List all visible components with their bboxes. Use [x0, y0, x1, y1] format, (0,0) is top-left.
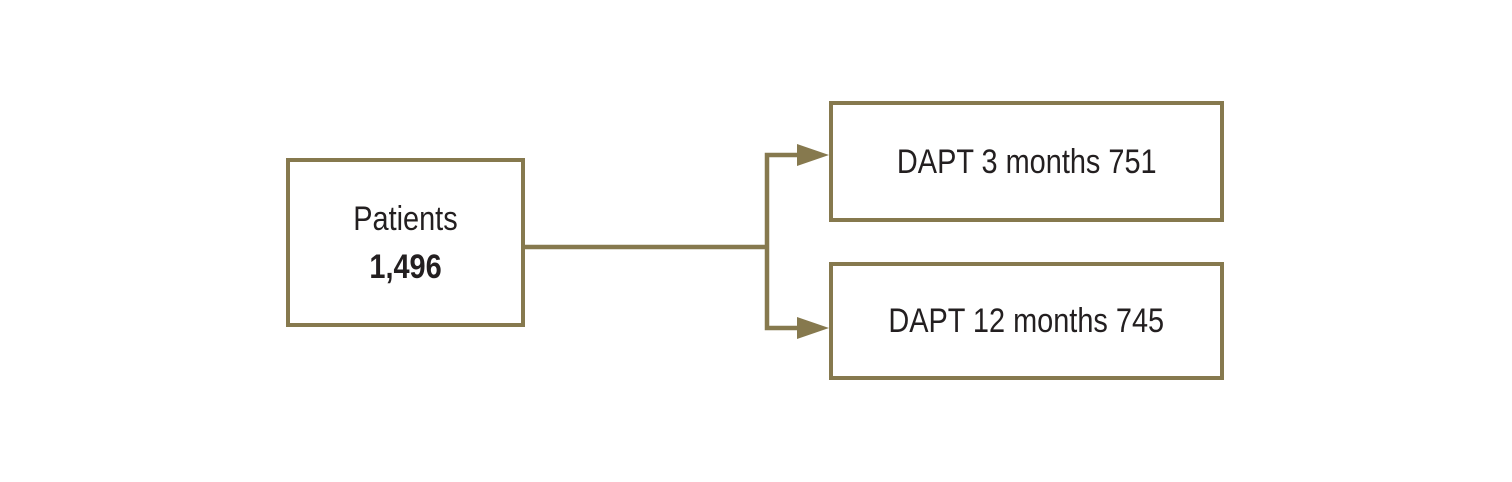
connector-branch-line [764, 152, 801, 331]
patients-count: 1,496 [369, 247, 442, 286]
node-patients: Patients 1,496 [286, 158, 525, 327]
dapt-12-months-label: DAPT 12 months 745 [888, 302, 1165, 340]
arrowhead-bottom-icon [797, 317, 829, 339]
dapt-3-months-label: DAPT 3 months 751 [896, 142, 1157, 181]
node-dapt-3-months: DAPT 3 months 751 [829, 101, 1224, 222]
node-dapt-12-months: DAPT 12 months 745 [829, 262, 1224, 380]
arrowhead-top-icon [797, 144, 829, 166]
patients-label: Patients [353, 199, 458, 238]
